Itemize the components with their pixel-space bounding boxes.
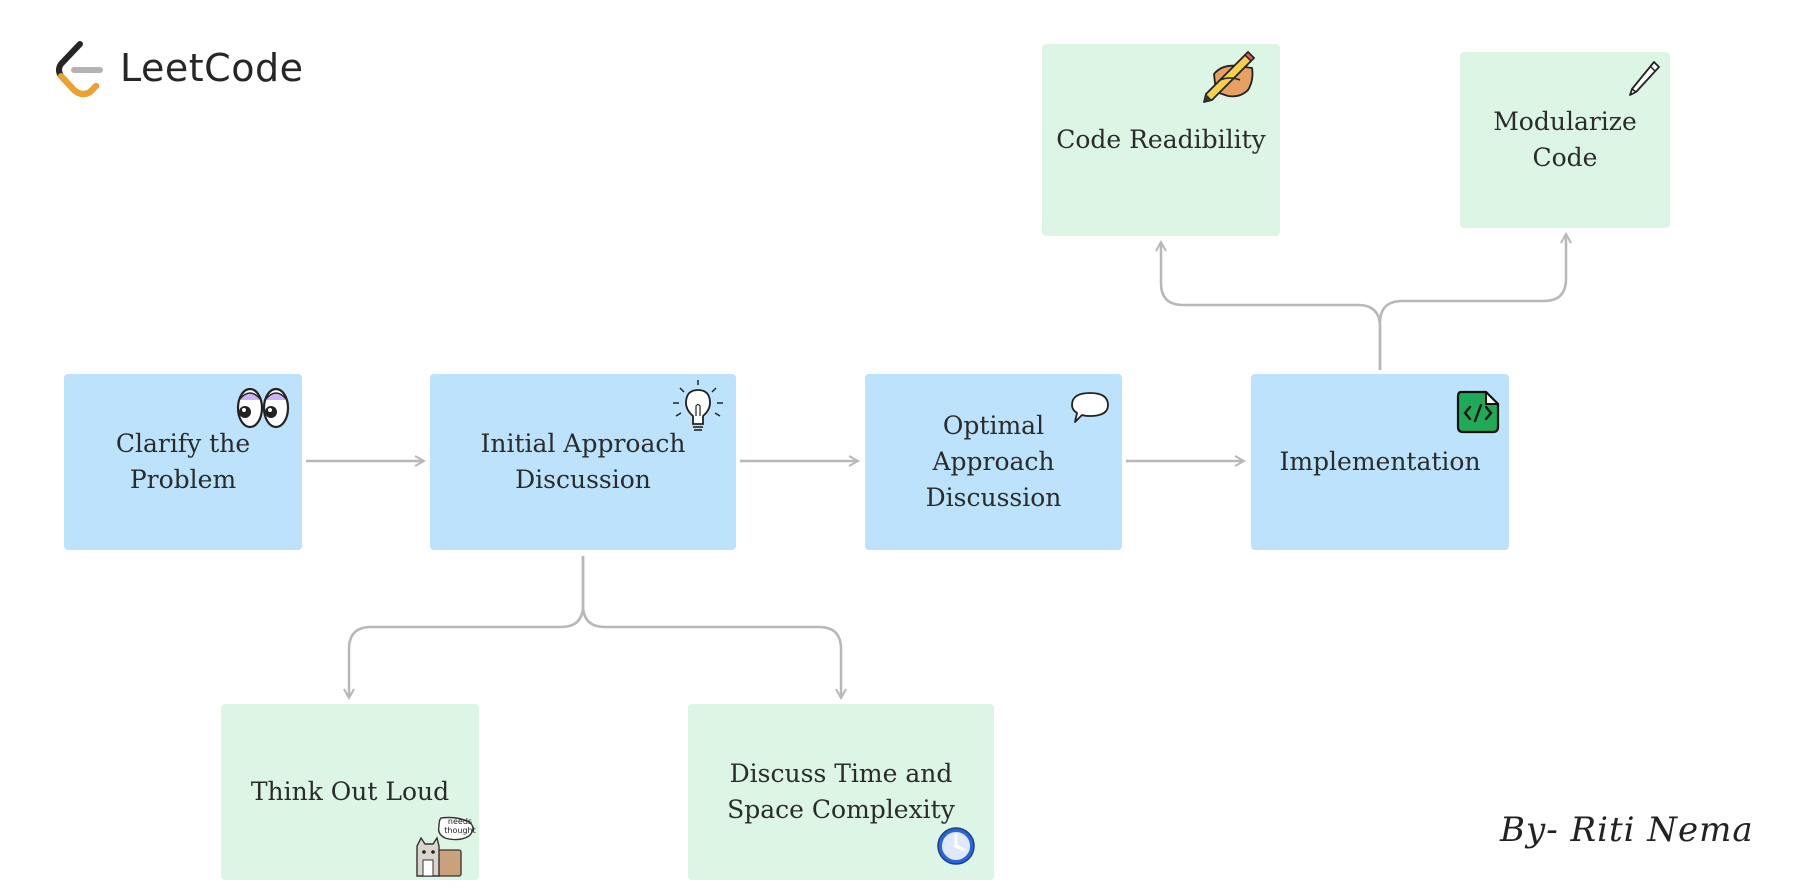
arrow-initial-to-think — [349, 556, 585, 698]
thinking-cat-text: needs thought — [444, 817, 476, 835]
arrow-initial-to-complexity — [581, 556, 841, 698]
step-initial-label: Initial Approach Discussion — [480, 429, 686, 494]
substep-readability-label: Code Readibility — [1056, 125, 1266, 154]
speech-bubble-icon — [1071, 392, 1109, 423]
step-clarify-label: Clarify the Problem — [115, 429, 251, 494]
substep-complexity: Discuss Time and Space Complexity — [688, 704, 994, 880]
clock-icon — [937, 827, 975, 865]
substep-complexity-label: Discuss Time and Space Complexity — [727, 759, 955, 824]
step-optimal-label: Optimal Approach Discussion — [925, 411, 1062, 512]
substep-modularize-label: Modularize Code — [1493, 107, 1637, 172]
substep-modularize: Modularize Code — [1460, 52, 1670, 228]
arrow-implementation-to-readability — [1161, 242, 1382, 370]
step-implementation: Implementation — [1251, 374, 1509, 550]
code-file-icon — [1456, 390, 1500, 434]
leetcode-logo: LeetCode — [54, 40, 314, 106]
step-clarify: Clarify the Problem — [64, 374, 302, 550]
lightbulb-icon — [673, 380, 723, 431]
substep-readability: Code Readibility — [1042, 44, 1280, 236]
step-optimal: Optimal Approach Discussion — [865, 374, 1122, 550]
eyes-icon — [236, 387, 290, 429]
substep-think: Think Out Loud needs thought — [221, 704, 479, 880]
leetcode-logo-icon — [56, 41, 103, 98]
arrow-implementation-to-modularize — [1378, 234, 1566, 370]
step-initial: Initial Approach Discussion — [430, 374, 736, 550]
substep-think-label: Think Out Loud — [250, 777, 450, 806]
pencil-hand-icon — [1203, 50, 1256, 103]
pen-icon — [1629, 61, 1660, 96]
logo-text: LeetCode — [120, 46, 304, 90]
author-signature: By- Riti Nema — [1500, 810, 1754, 850]
step-implementation-label: Implementation — [1279, 447, 1481, 476]
thinking-cat-icon: needs thought — [411, 816, 477, 878]
